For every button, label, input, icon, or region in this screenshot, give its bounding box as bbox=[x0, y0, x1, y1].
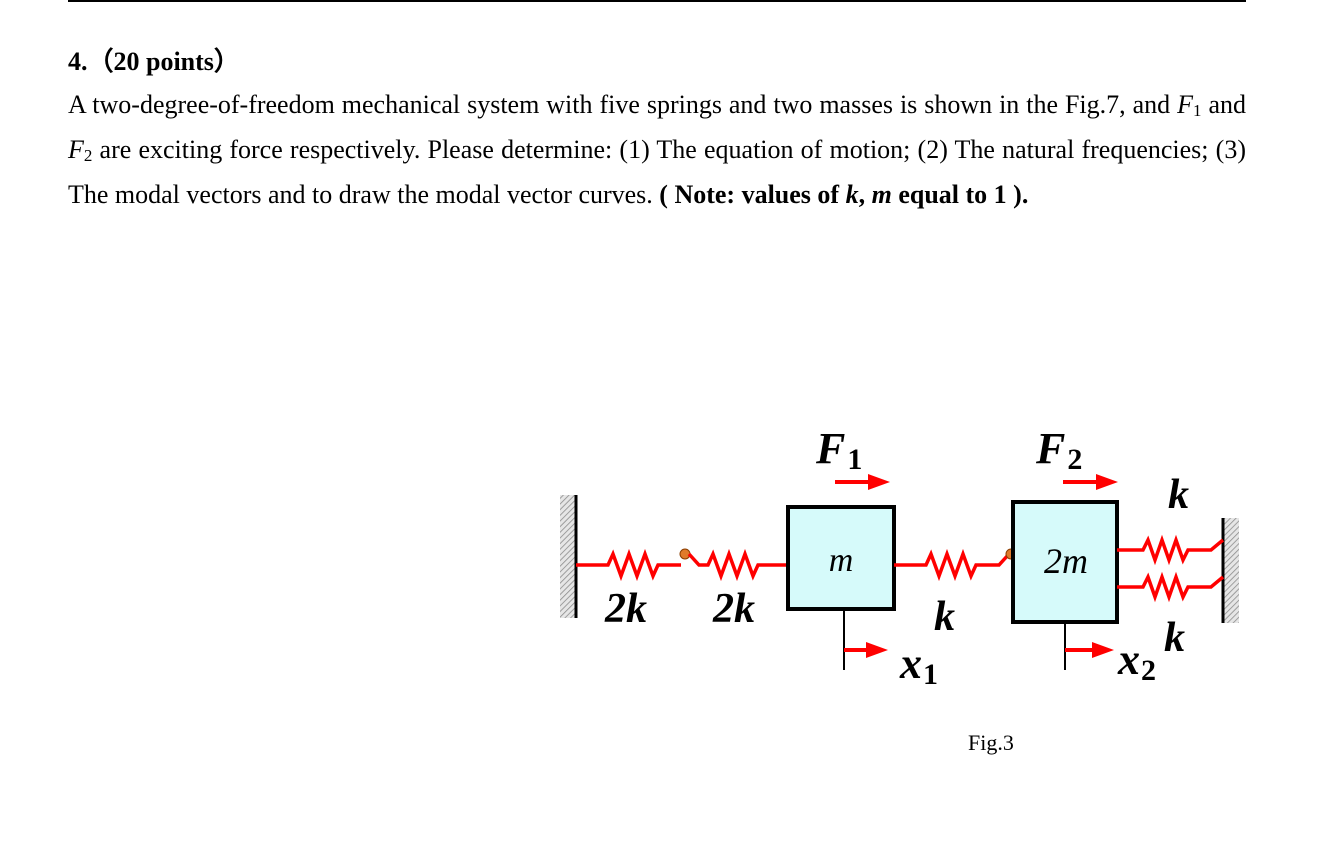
f2-symbol: F bbox=[68, 135, 84, 164]
label-spring-middle: k bbox=[934, 594, 955, 640]
spring-mass-diagram: F1 F2 m 2m 2k 2k k k k x1 x2 bbox=[560, 424, 1239, 691]
spring-middle bbox=[894, 548, 1011, 582]
figure-caption: Fig.3 bbox=[968, 730, 1014, 755]
note-m: m bbox=[871, 180, 892, 209]
f2-subscript: 2 bbox=[83, 146, 93, 165]
statement-and: and bbox=[1201, 90, 1246, 119]
statement-part-1: A two-degree-of-freedom mechanical syste… bbox=[68, 90, 1178, 119]
label-spring-left-1: 2k bbox=[604, 586, 647, 632]
label-x1-text: x bbox=[899, 639, 922, 688]
label-f1-sub: 1 bbox=[847, 443, 862, 476]
label-spring-right-bottom: k bbox=[1164, 615, 1185, 661]
displacement-x1 bbox=[843, 609, 888, 670]
problem-points: （20 points） bbox=[87, 47, 240, 76]
problem-block: 4.（20 points） A two-degree-of-freedom me… bbox=[68, 42, 1246, 217]
label-x2-text: x bbox=[1117, 635, 1140, 684]
note-k: k bbox=[845, 180, 859, 209]
force-arrow-f2 bbox=[1063, 474, 1118, 490]
note: ( Note: values of k, m equal to 1 ). bbox=[659, 180, 1028, 209]
note-close: equal to 1 ). bbox=[891, 180, 1029, 209]
label-mass-2: 2m bbox=[1044, 541, 1088, 581]
problem-statement: A two-degree-of-freedom mechanical syste… bbox=[68, 82, 1246, 217]
label-x2: x2 bbox=[1117, 635, 1156, 687]
spring-joint bbox=[679, 548, 691, 560]
label-x1: x1 bbox=[899, 639, 938, 691]
force-arrow-f1 bbox=[835, 474, 890, 490]
label-f1: F1 bbox=[815, 424, 862, 476]
label-spring-right-top: k bbox=[1168, 472, 1189, 518]
label-mass-1: m bbox=[829, 542, 854, 579]
label-f2: F2 bbox=[1035, 424, 1082, 476]
left-wall bbox=[560, 495, 578, 618]
label-f2-text: F bbox=[1035, 424, 1065, 473]
spring-right-top bbox=[1117, 534, 1225, 566]
top-rule bbox=[68, 0, 1246, 2]
label-spring-left-2: 2k bbox=[712, 586, 755, 632]
spring-left-2 bbox=[687, 548, 788, 582]
label-f2-sub: 2 bbox=[1067, 443, 1082, 476]
spring-left-1 bbox=[576, 548, 681, 582]
spring-mass-figure: F1 F2 m 2m 2k 2k k k k x1 x2 bbox=[548, 408, 1248, 708]
label-x2-sub: 2 bbox=[1141, 654, 1156, 687]
f1-symbol: F bbox=[1177, 90, 1193, 119]
label-f1-text: F bbox=[815, 424, 845, 473]
problem-number: 4. bbox=[68, 47, 88, 76]
displacement-x2 bbox=[1064, 622, 1114, 670]
note-open: ( Note: values of bbox=[659, 180, 846, 209]
f1-subscript: 1 bbox=[1193, 101, 1202, 120]
right-wall bbox=[1221, 518, 1239, 623]
statement-part-2: are exciting force respectively. Please … bbox=[68, 135, 1246, 209]
label-x1-sub: 1 bbox=[923, 658, 938, 691]
mass-1 bbox=[786, 505, 896, 611]
spring-right-bottom bbox=[1117, 571, 1225, 603]
problem-heading: 4.（20 points） bbox=[68, 42, 1246, 82]
note-comma: , bbox=[858, 180, 872, 209]
